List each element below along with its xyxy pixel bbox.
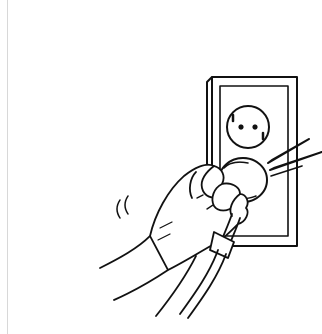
- wrist-motion-marks-icon: [117, 196, 128, 218]
